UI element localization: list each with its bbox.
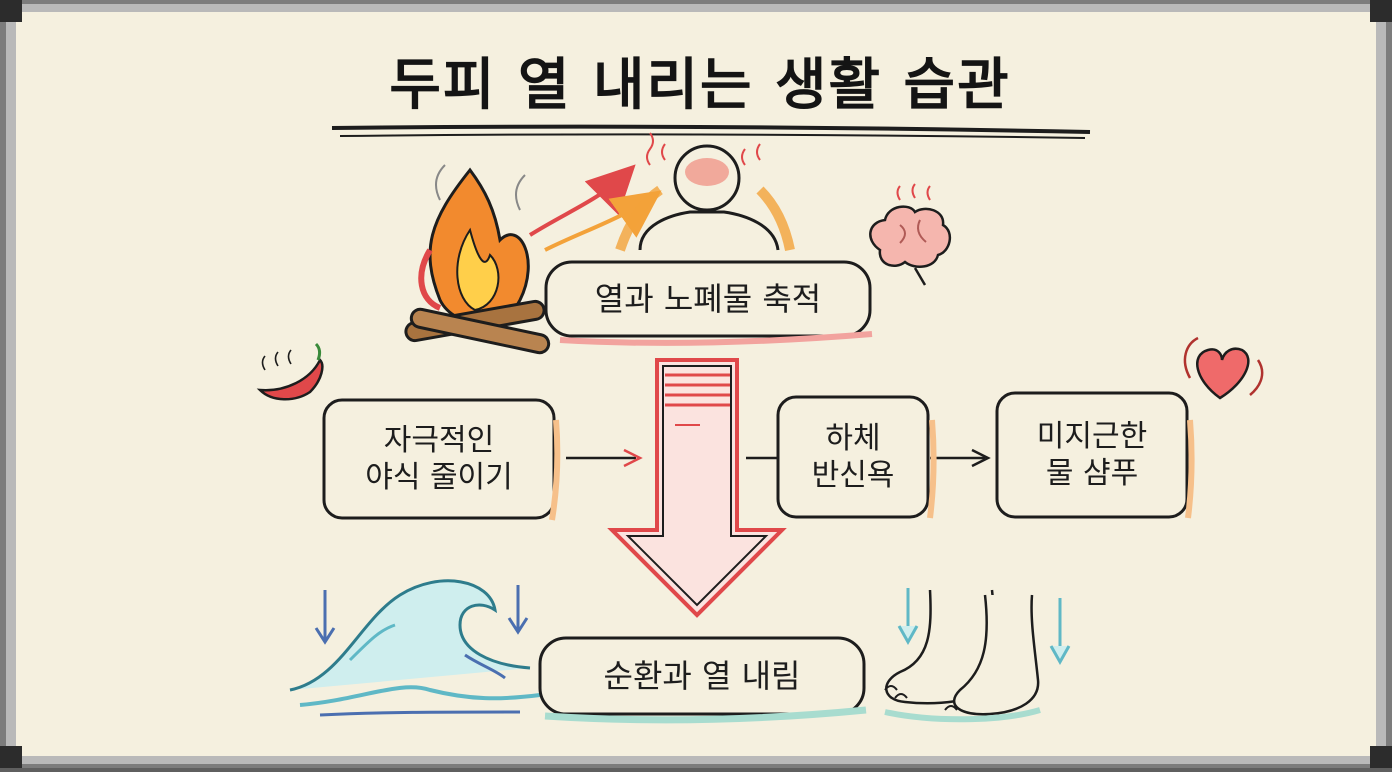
shampoo-box <box>995 391 1189 519</box>
wave-icon <box>289 579 541 717</box>
campfire-icon <box>404 164 551 355</box>
node-diet: 자극적인 야식 줄이기 <box>365 422 513 496</box>
node-shampoo: 미지근한 물 샴푸 <box>1036 418 1148 492</box>
node-result: 순환과 열 내림 <box>603 657 801 695</box>
down-arrow-icon <box>607 358 787 618</box>
brain-icon <box>869 183 952 286</box>
heart-icon <box>1183 336 1264 400</box>
chili-pepper-icon <box>256 342 324 401</box>
accumulation-box <box>544 260 872 338</box>
node-bath: 하체 반신욕 <box>811 420 895 494</box>
diet-box <box>322 398 556 520</box>
node-accumulation: 열과 노폐물 축적 <box>594 280 822 318</box>
person-heat-icon <box>615 132 795 252</box>
page-title: 두피 열 내리는 생활 습관 <box>389 52 1011 118</box>
result-box <box>538 636 866 716</box>
bath-box <box>776 395 930 519</box>
heat-arrow-1 <box>528 164 636 237</box>
feet-icon <box>884 588 1071 723</box>
title-underline <box>331 124 1091 134</box>
